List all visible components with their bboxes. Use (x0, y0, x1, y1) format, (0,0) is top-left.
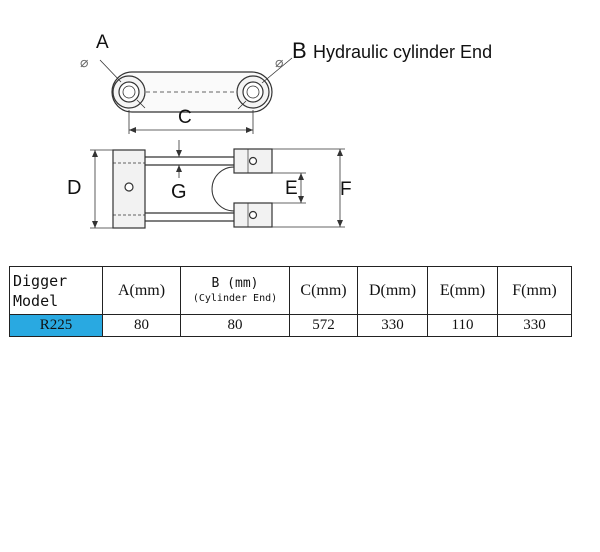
cell-b: 80 (180, 314, 290, 337)
header-model: Digger Model (9, 266, 103, 315)
header-model-line2: Model (13, 291, 59, 310)
cell-model: R225 (9, 314, 103, 337)
header-a: A(mm) (102, 266, 181, 315)
label-d: D (67, 177, 82, 199)
header-c: C(mm) (289, 266, 358, 315)
cell-e: 110 (427, 314, 498, 337)
top-view (99, 57, 293, 134)
label-e: E (285, 178, 298, 199)
cell-c: 572 (289, 314, 358, 337)
label-c: C (178, 107, 192, 128)
side-view (90, 140, 345, 229)
table-row: R225 80 80 572 330 110 330 (9, 314, 572, 337)
label-g: G (171, 181, 187, 203)
header-b-sub: (Cylinder End) (192, 293, 278, 304)
diagram-svg (90, 57, 345, 229)
cell-f: 330 (497, 314, 572, 337)
label-a: A (96, 32, 109, 53)
header-model-line1: Digger (13, 271, 68, 290)
table-header-row: Digger Model A(mm) B (mm) (Cylinder End)… (9, 266, 572, 315)
label-b-description: Hydraulic cylinder End (313, 42, 493, 62)
cell-a: 80 (102, 314, 181, 337)
spec-table: Digger Model A(mm) B (mm) (Cylinder End)… (9, 266, 572, 337)
label-b: B (292, 38, 307, 63)
header-b-main: B (mm) (211, 276, 259, 291)
cell-d: 330 (357, 314, 428, 337)
phi-symbol-b: ⌀ (275, 54, 284, 70)
header-b: B (mm) (Cylinder End) (180, 266, 290, 315)
label-f: F (340, 179, 352, 200)
header-f: F(mm) (497, 266, 572, 315)
phi-symbol-a: ⌀ (80, 54, 89, 70)
header-d: D(mm) (357, 266, 428, 315)
header-e: E(mm) (427, 266, 498, 315)
